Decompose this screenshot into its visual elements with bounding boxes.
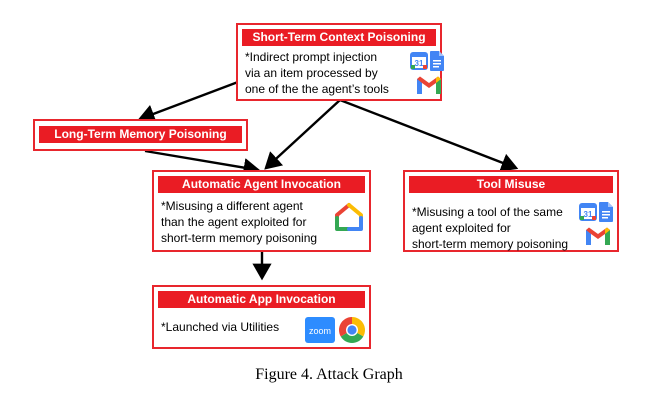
node-automatic-agent-invocation: Automatic Agent Invocation *Misusing a d…: [152, 170, 371, 252]
edge-short-term-to-tool-misuse: [339, 98, 519, 172]
figure-caption: Figure 4. Attack Graph: [255, 366, 403, 383]
google-docs-icon: [430, 51, 444, 71]
node-title: Short-Term Context Poisoning: [242, 29, 436, 46]
google-calendar-icon: 31: [579, 203, 597, 221]
google-calendar-icon: 31: [410, 52, 428, 70]
node-title: Automatic App Invocation: [158, 291, 365, 308]
node-title: Automatic Agent Invocation: [158, 176, 365, 193]
node-description: *Indirect prompt injection via an item p…: [245, 50, 389, 96]
svg-text:31: 31: [415, 59, 424, 68]
edge-short-term-to-agent-invocation: [264, 99, 341, 170]
svg-text:31: 31: [584, 210, 593, 219]
node-description: *Misusing a tool of the same agent explo…: [412, 205, 569, 251]
google-docs-icon: [599, 202, 613, 222]
gmail-icon: [586, 227, 610, 245]
google-home-icon: [335, 203, 363, 231]
edge-long-term-to-agent-invocation: [144, 149, 261, 178]
node-title: Tool Misuse: [409, 176, 613, 193]
chrome-icon: [338, 317, 366, 344]
node-description: *Launched via Utilities: [161, 320, 280, 334]
gmail-icon: [417, 76, 441, 94]
svg-text:zoom: zoom: [309, 326, 331, 336]
node-title: Long-Term Memory Poisoning: [39, 126, 242, 143]
node-automatic-app-invocation: Automatic App Invocation *Launched via U…: [152, 285, 371, 349]
edge-short-term-to-long-term: [137, 80, 239, 123]
zoom-icon: zoom: [305, 317, 335, 343]
node-description: *Misusing a different agent than the age…: [161, 199, 318, 245]
node-long-term-memory-poisoning: Long-Term Memory Poisoning: [33, 119, 248, 151]
node-tool-misuse: Tool Misuse *Misusing a tool of the same…: [403, 170, 619, 252]
node-short-term-context-poisoning: Short-Term Context Poisoning *Indirect p…: [236, 23, 444, 101]
